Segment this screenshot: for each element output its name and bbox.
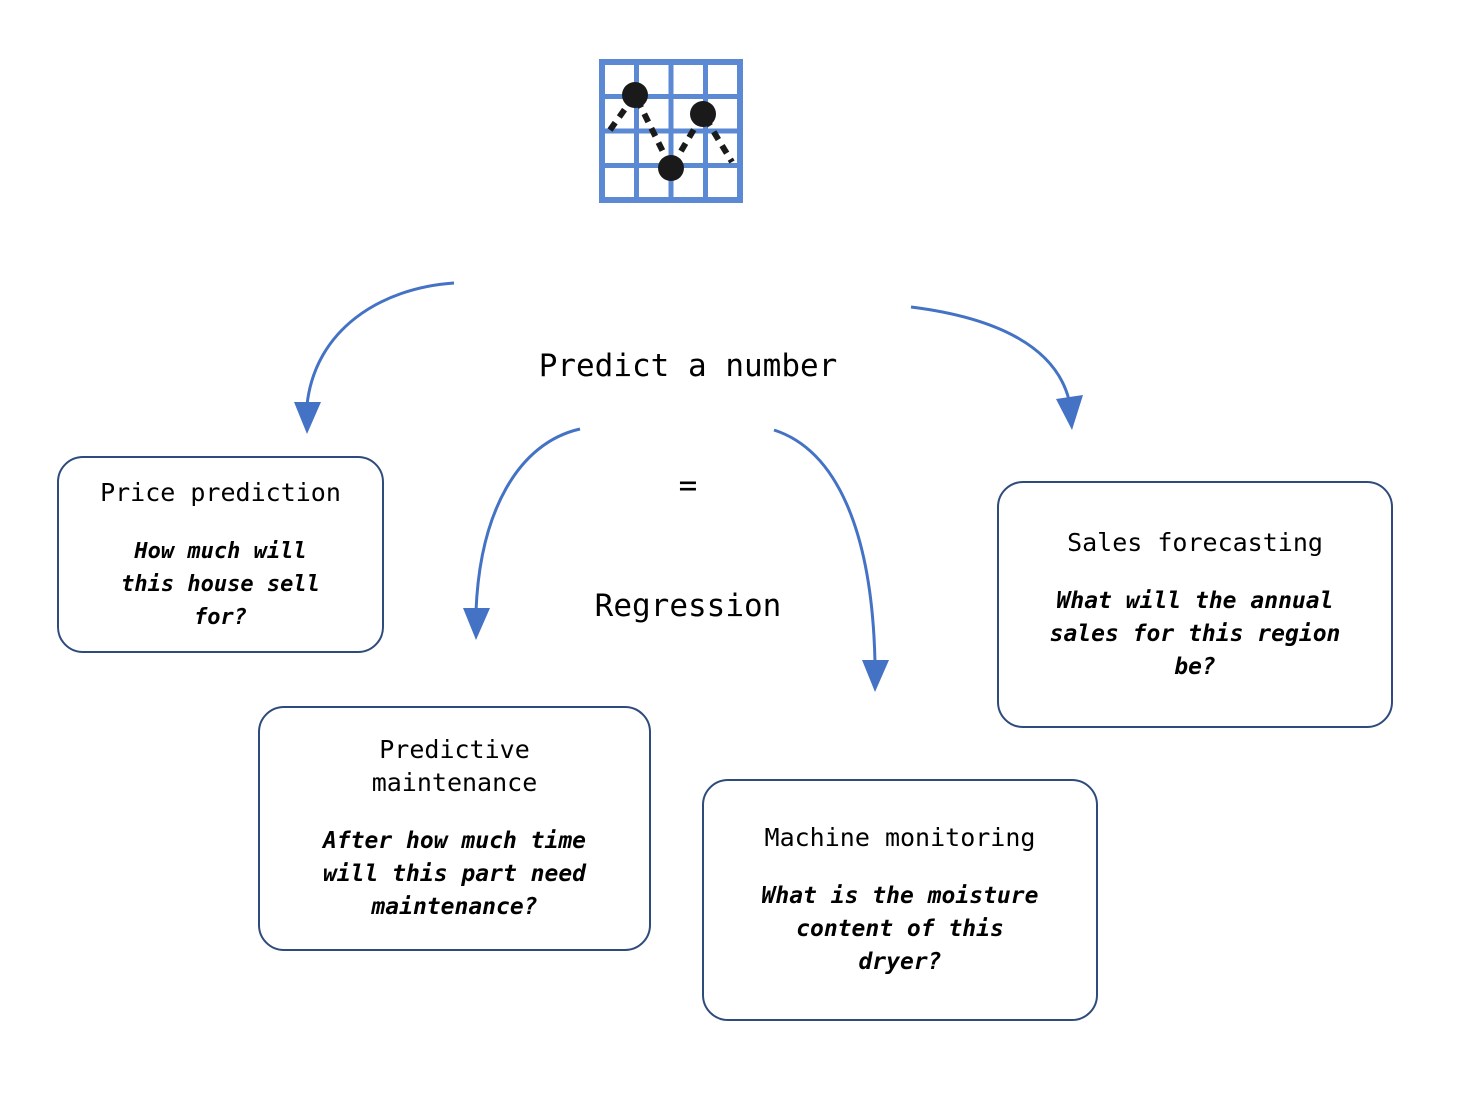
box-price-prediction-question: How much will this house sell for?: [121, 538, 320, 630]
box-predictive-maintenance[interactable]: Predictive maintenance After how much ti…: [258, 706, 651, 951]
box-sales-forecasting-title: Sales forecasting: [1067, 527, 1323, 557]
box-sales-forecasting-question: What will the annual sales for this regi…: [1049, 587, 1341, 680]
box-price-prediction-title: Price prediction: [100, 477, 341, 507]
box-sales-forecasting[interactable]: Sales forecasting What will the annual s…: [997, 481, 1393, 728]
regression-scatter-grid-icon: [599, 59, 743, 203]
box-machine-monitoring-title: Machine monitoring: [764, 823, 1036, 852]
center-title-line2: =: [678, 468, 698, 504]
box-machine-monitoring-question: What is the moisture content of this dry…: [761, 883, 1039, 975]
box-machine-monitoring[interactable]: Machine monitoring What is the moisture …: [702, 779, 1098, 1021]
box-predictive-maintenance-title: Predictive maintenance: [371, 735, 538, 797]
box-predictive-maintenance-question: After how much time will this part need …: [322, 828, 587, 920]
center-title-line1: Predict a number: [538, 348, 838, 384]
box-price-prediction[interactable]: Price prediction How much will this hous…: [57, 456, 384, 653]
center-title: Predict a number = Regression: [438, 266, 938, 706]
arrow-to-price-prediction: [294, 281, 455, 434]
center-title-line3: Regression: [594, 588, 782, 624]
